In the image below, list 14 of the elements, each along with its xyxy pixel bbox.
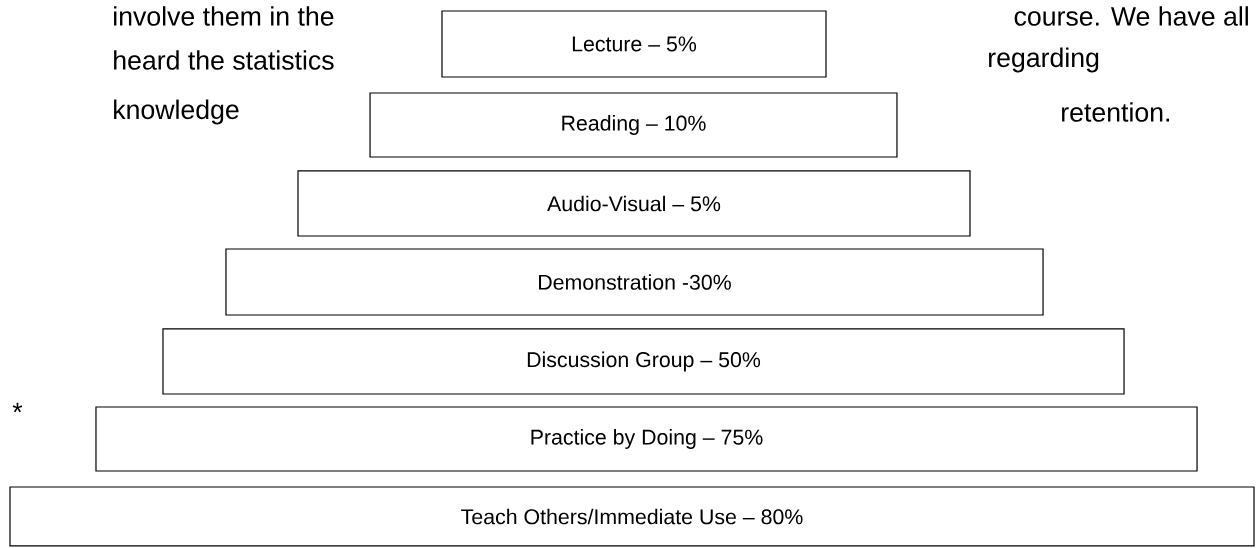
level-box: Demonstration -30% [225, 248, 1044, 316]
body-text: heard the statistics [114, 50, 334, 70]
body-text: involve them in the [114, 6, 334, 26]
level-box: Teach Others/Immediate Use – 80% [9, 486, 1255, 547]
level-box: Practice by Doing – 75% [95, 406, 1198, 472]
body-text: retention. [1062, 102, 1169, 122]
body-text: knowledge [114, 99, 239, 125]
level-box: Lecture – 5% [441, 10, 827, 78]
body-text: regarding [989, 47, 1099, 73]
level-box: Reading – 10% [369, 92, 898, 158]
level-box: Discussion Group – 50% [162, 328, 1125, 395]
body-text: course. We have all [1014, 6, 1248, 26]
level-box: Audio-Visual – 5% [297, 170, 971, 237]
body-text: * [12, 402, 23, 413]
